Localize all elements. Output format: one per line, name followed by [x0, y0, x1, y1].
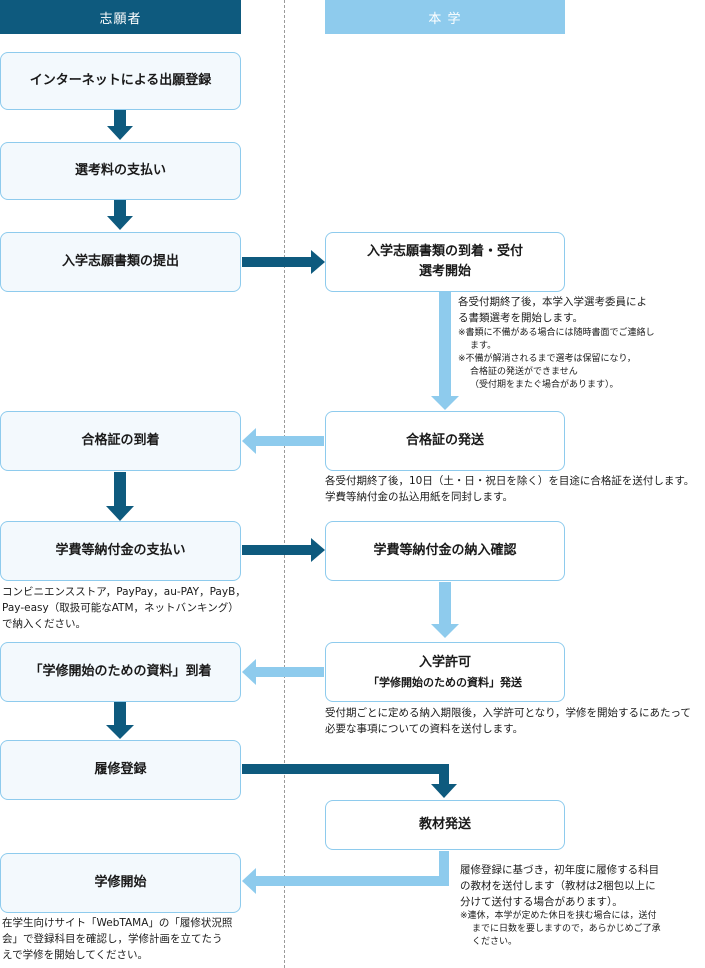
step-course-registration: 履修登録 — [0, 740, 241, 800]
note-line: 在学生向けサイト「WebTAMA」の「履修状況照 — [2, 917, 233, 929]
arrow-right-submission — [242, 250, 325, 274]
step-document-submission: 入学志願書類の提出 — [0, 232, 241, 292]
note-line: ※書類に不備がある場合には随時書面でご連絡し — [458, 327, 655, 338]
note-line: の教材を送付します（教材は2梱包以上に — [460, 879, 656, 892]
university-column-header: 本 学 — [325, 0, 565, 34]
arrow-left-certificate — [242, 428, 324, 454]
note-admission: 受付期ごとに定める納入期限後，入学許可となり，学修を開始するにあたって 必要な事… — [325, 706, 703, 738]
step-tuition-payment: 学費等納付金の支払い — [0, 521, 241, 581]
note-line: ください。 — [472, 937, 518, 948]
step-label: 入学志願書類の提出 — [61, 253, 179, 269]
arrow-right-payment — [242, 538, 325, 562]
step-label: 入学許可 — [418, 655, 471, 671]
arrow-elbow-textbooks — [242, 764, 457, 798]
step-label: 学修開始 — [94, 874, 147, 890]
note-line: で納入ください。 — [2, 617, 86, 630]
note-study-start: 在学生向けサイト「WebTAMA」の「履修状況照 会」で登録科目を確認し，学修計… — [2, 916, 282, 963]
step-label: 合格証の到着 — [81, 432, 160, 448]
step-textbooks-sent: 教材発送 — [325, 800, 565, 850]
note-line: 分けて送付する場合があります）。 — [460, 895, 623, 908]
step-label: 学費等納付金の納入確認 — [373, 542, 517, 558]
note-line: 合格証の発送ができません — [470, 366, 578, 377]
step-label: 入学志願書類の到着・受付 — [366, 243, 523, 259]
step-certificate-sent: 合格証の発送 — [325, 411, 565, 471]
arrow-down-confirm — [431, 582, 459, 638]
note-line: ※連休，本学が定めた休日を挟む場合には，送付 — [460, 911, 657, 922]
applicant-column-header: 志願者 — [0, 0, 241, 34]
step-label: 履修登録 — [94, 761, 147, 777]
step-label: 選考開始 — [418, 264, 471, 279]
arrow-down-2 — [107, 200, 133, 230]
arrow-elbow-study-start — [242, 851, 449, 894]
arrow-left-materials — [242, 659, 324, 685]
note-line: 必要な事項についての資料を送付します。 — [325, 722, 524, 735]
step-label: 選考料の支払い — [74, 162, 166, 178]
note-line: 学費等納付金の払込用紙を同封します。 — [325, 490, 513, 503]
step-internet-application: インターネットによる出願登録 — [0, 52, 241, 110]
note-line: （受付期をまたぐ場合があります）。 — [470, 379, 619, 390]
step-documents-received: 入学志願書類の到着・受付 選考開始 — [325, 232, 565, 292]
note-payment-methods: コンビニエンスストア，PayPay，au-PAY，PayB， Pay-easy（… — [2, 585, 282, 632]
note-line: Pay-easy（取扱可能なATM，ネットバンキング） — [2, 601, 239, 614]
step-materials-arrival: 「学修開始のための資料」到着 — [0, 642, 241, 702]
step-label: 教材発送 — [418, 816, 471, 832]
note-line: 履修登録に基づき，初年度に履修する科目 — [460, 864, 660, 876]
note-line: る書類選考を開始します。 — [458, 311, 583, 324]
step-admission-granted: 入学許可 「学修開始のための資料」発送 — [325, 642, 565, 702]
arrow-down-1 — [107, 110, 133, 140]
step-study-start: 学修開始 — [0, 853, 241, 913]
step-label: 「学修開始のための資料」到着 — [29, 663, 212, 679]
step-exam-fee-payment: 選考料の支払い — [0, 142, 241, 200]
note-line: コンビニエンスストア，PayPay，au-PAY，PayB， — [2, 586, 246, 598]
note-line: えで学修を開始してください。 — [2, 948, 149, 961]
step-label: 学費等納付金の支払い — [55, 542, 186, 558]
note-line: 受付期ごとに定める納入期限後，入学許可となり，学修を開始するにあたって — [325, 707, 691, 719]
note-screening: 各受付期終了後，本学入学選考委員によ る書類選考を開始します。 ※書類に不備があ… — [458, 295, 703, 392]
note-certificate: 各受付期終了後，10日（土・日・祝日を除く）を目途に合格証を送付します。 学費等… — [325, 474, 703, 506]
note-textbooks: 履修登録に基づき，初年度に履修する科目 の教材を送付します（教材は2梱包以上に … — [460, 863, 703, 949]
step-sublabel: 「学修開始のための資料」発送 — [368, 675, 522, 689]
note-line: ます。 — [470, 340, 497, 351]
note-line: までに日数を要しますので，あらかじめご了承 — [472, 924, 661, 935]
step-certificate-arrival: 合格証の到着 — [0, 411, 241, 471]
note-line: 各受付期終了後，10日（土・日・祝日を除く）を目途に合格証を送付します。 — [325, 475, 695, 487]
arrow-down-screening — [431, 292, 459, 410]
step-label: 合格証の発送 — [405, 432, 484, 448]
arrow-down-4 — [106, 702, 134, 739]
note-line: 各受付期終了後，本学入学選考委員によ — [458, 296, 647, 308]
note-line: ※不備が解消されるまで選考は保留になり， — [458, 353, 636, 364]
note-line: 会」で登録科目を確認し，学修計画を立てたう — [2, 932, 223, 945]
arrow-down-3 — [106, 472, 134, 521]
step-label: インターネットによる出願登録 — [29, 72, 212, 88]
column-divider — [284, 0, 285, 968]
step-payment-confirmed: 学費等納付金の納入確認 — [325, 521, 565, 581]
